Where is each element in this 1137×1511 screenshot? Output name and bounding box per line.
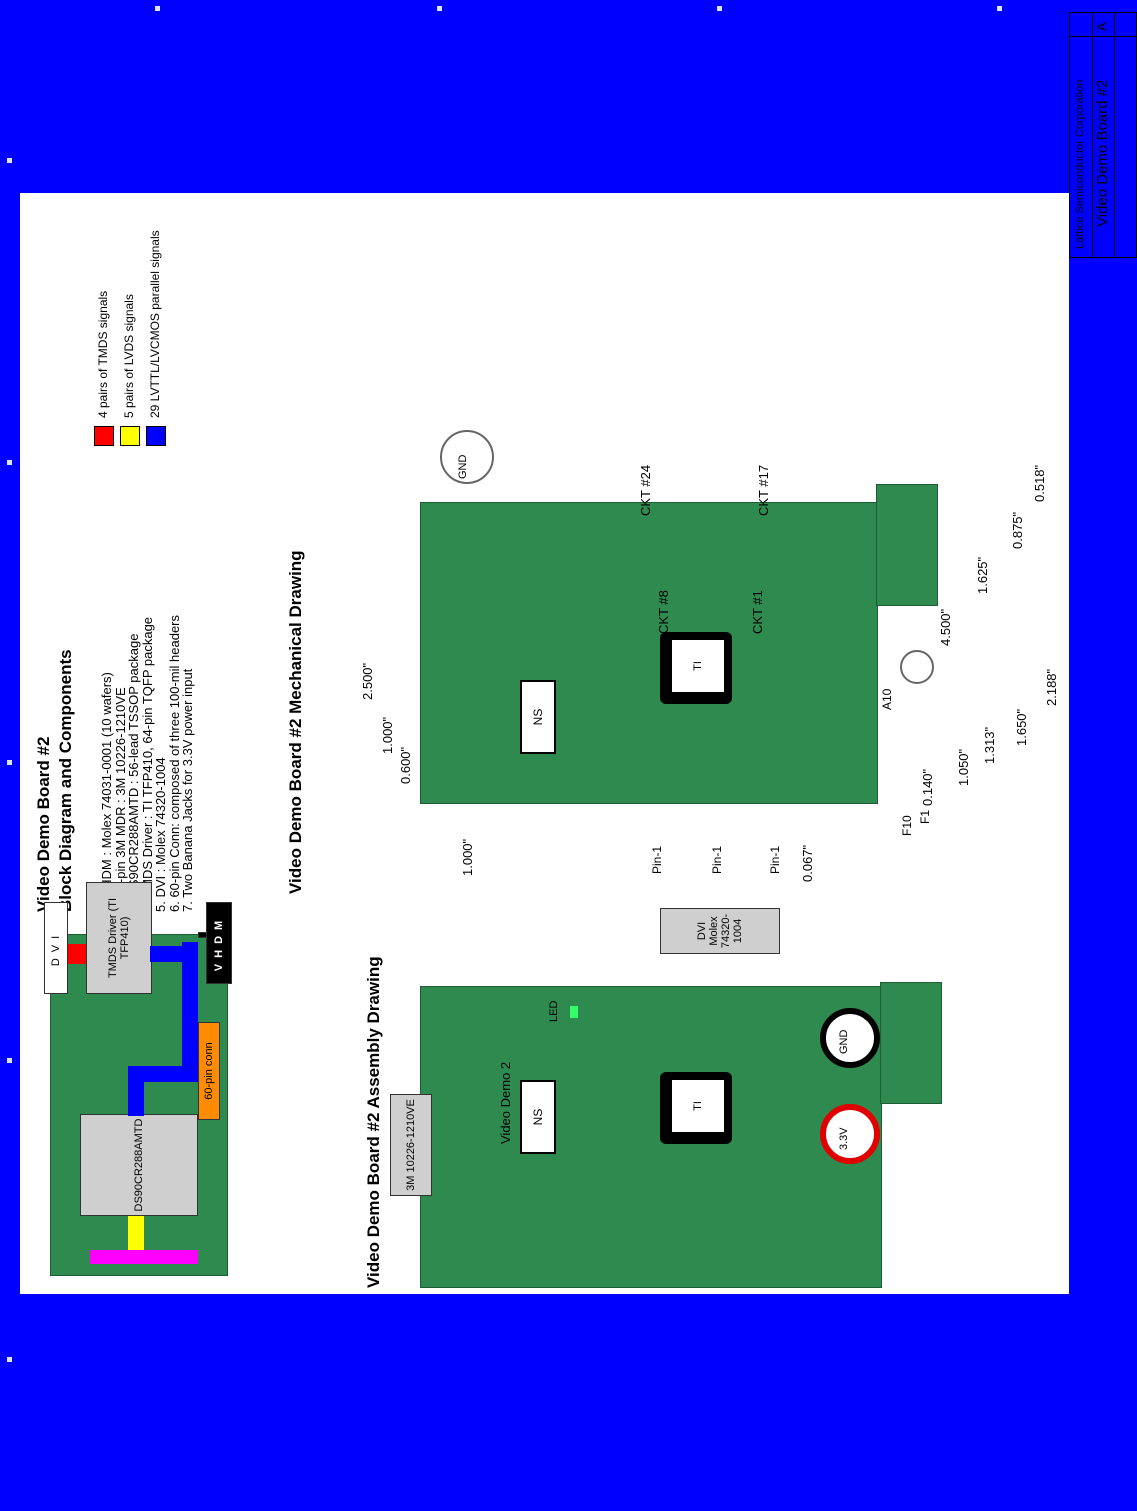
parallel-bus [180, 1066, 188, 1082]
tmds-bus [68, 944, 86, 964]
component-item: 3. DS90CR288AMTD : 56-lead TSSOP package [126, 633, 141, 912]
vhdm-block: VHDM [206, 902, 232, 984]
dim-1650: 1.650" [1014, 708, 1029, 746]
assy-33v-jack [820, 1104, 880, 1164]
title-block: Lattice Semiconductor Corporation Video … [1069, 12, 1137, 258]
label-ckt24: CKT #24 [638, 464, 653, 516]
mech-ns-chip: NS [520, 680, 556, 754]
frame-tick [997, 6, 1002, 11]
label-ckt17: CKT #17 [756, 464, 771, 516]
lvds-bus [128, 1216, 144, 1250]
assy-title: Video Demo Board #2 Assembly Drawing [364, 956, 383, 1288]
assy-ns-chip: NS [520, 1080, 556, 1154]
dvi-block: DVI [44, 902, 68, 994]
label-f10: F10 [900, 815, 914, 836]
assy-ti-chip-label: TI [670, 1078, 726, 1134]
label-f1: F1 [918, 809, 932, 824]
dim-1000-h: 1.000" [460, 838, 475, 876]
mech-gnd-label: GND [457, 454, 469, 479]
component-item: 5. DVI : Molex 74320-1004 [153, 757, 168, 912]
mech-board [420, 502, 878, 804]
assy-led [570, 1006, 578, 1018]
block-title-1: Video Demo Board #2 [34, 736, 53, 912]
ds90-block: DS90CR288AMTD [80, 1114, 198, 1216]
dim-0518: 0.518" [1032, 464, 1047, 502]
legend-swatch-lvds [120, 426, 140, 446]
dim-1000-v: 1.000" [380, 716, 395, 754]
assy-mdr-connector: 3M 10226-1210VE [390, 1094, 432, 1196]
assy-gnd-jack [820, 1008, 880, 1068]
component-item: 4. TMDS Driver : TI TFP410, 64-pin TQFP … [139, 616, 155, 912]
dim-0067: 0.067" [800, 844, 815, 882]
frame-tick [717, 6, 722, 11]
label-ckt8: CKT #8 [656, 590, 671, 634]
component-list: 1. VHDM : Molex 74031-0001 (10 wafers) 2… [99, 614, 195, 912]
parallel-bus [182, 942, 198, 1082]
label-pin1: Pin-1 [768, 845, 782, 874]
frame-tick [7, 1058, 12, 1063]
component-item: 6. 60-pin Conn: composed of three 100-mi… [166, 614, 182, 912]
dim-0600: 0.600" [398, 746, 413, 784]
component-item: 2. 26-pin 3M MDR : 3M 10226-1210VE [112, 687, 128, 912]
mech-title: Video Demo Board #2 Mechanical Drawing [286, 550, 305, 894]
drawing-title: Video Demo Board #2 [1094, 79, 1111, 227]
assy-led-label: LED [548, 1000, 560, 1022]
legend-swatch-tmds [94, 426, 114, 446]
rotated-drawing: Video Demo Board #2 Block Diagram and Co… [20, 193, 1069, 1294]
component-item: 7. Two Banana Jacks for 3.3V power input [180, 668, 195, 912]
mech-board-tab [876, 484, 938, 606]
dim-2188: 2.188" [1044, 668, 1059, 706]
dim-1313: 1.313" [982, 726, 997, 764]
label-pin1: Pin-1 [710, 845, 724, 874]
dim-1050: 1.050" [956, 748, 971, 786]
tmds-block: TMDS Driver (TI TFP410) [86, 882, 152, 994]
legend-label: 4 pairs of TMDS signals [96, 290, 110, 418]
drawing-sheet: Video Demo Board #2 Block Diagram and Co… [20, 193, 1069, 1294]
dim-2500: 2.500" [360, 662, 375, 700]
parallel-bus [150, 946, 184, 962]
assy-33v-label: 3.3V [838, 1127, 850, 1150]
mech-ti-chip-label: TI [670, 638, 726, 694]
label-a10: A10 [880, 688, 894, 710]
sheet-size: A [1094, 22, 1109, 31]
conn60-block: 60-pin conn [198, 1022, 220, 1120]
frame-tick [7, 158, 12, 163]
label-pin1: Pin-1 [650, 845, 664, 874]
mech-33v-jack [900, 650, 934, 684]
assy-board [420, 986, 882, 1288]
company-name: Lattice Semiconductor Corporation [1074, 79, 1086, 249]
frame-tick [7, 760, 12, 765]
frame-tick [155, 6, 160, 11]
legend-label: 29 LVTTL/LVCMOS parallel signals [148, 230, 162, 418]
frame-tick [437, 6, 442, 11]
dim-1625: 1.625" [975, 556, 990, 594]
assy-board-tab [880, 982, 942, 1104]
dim-4500: 4.500" [938, 608, 953, 646]
assy-gnd-label: GND [838, 1029, 850, 1054]
component-item: 1. VHDM : Molex 74031-0001 (10 wafers) [99, 672, 114, 912]
mdr-connector-block [90, 1250, 198, 1264]
label-ckt1: CKT #1 [750, 590, 765, 634]
block-title-2: Block Diagram and Components [56, 649, 75, 912]
legend-swatch-parallel [146, 426, 166, 446]
frame-tick [7, 1357, 12, 1362]
assy-board-label: Video Demo 2 [498, 1061, 513, 1144]
dim-0875: 0.875" [1010, 511, 1025, 549]
frame-tick [7, 460, 12, 465]
dim-0140: 0.140" [920, 768, 935, 806]
legend-label: 5 pairs of LVDS signals [122, 294, 136, 418]
assy-dvi-connector: DVI Molex 74320-1004 [660, 908, 780, 954]
